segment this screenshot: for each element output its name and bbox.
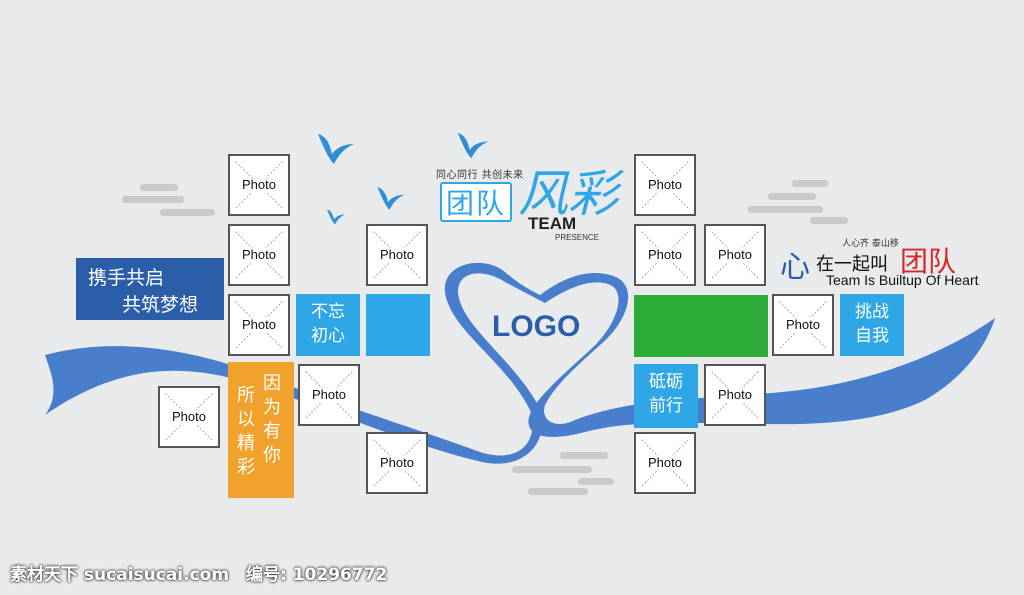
photo-label: Photo <box>307 388 351 402</box>
slogan-right-together: 在一起叫 <box>816 254 888 275</box>
bird-icon <box>377 187 405 210</box>
title-english-sub: PRESENCE <box>555 233 600 242</box>
tile-challenge: 挑战 自我 <box>840 294 904 356</box>
bird-icon <box>327 209 345 225</box>
cloud-shape <box>528 488 588 495</box>
photo-label: Photo <box>375 456 419 470</box>
photo-placeholder: Photo <box>366 432 428 494</box>
cloud-shape <box>578 478 614 485</box>
cloud-shape <box>160 209 215 216</box>
tile-because-you: 所以精彩 因为有你 <box>228 362 294 498</box>
photo-label: Photo <box>237 318 281 332</box>
photo-label: Photo <box>643 456 687 470</box>
photo-label: Photo <box>713 248 757 262</box>
slogan-left-box: 携手共启 共筑梦想 <box>76 258 224 320</box>
slogan-right-small: 人心齐 泰山移 <box>842 239 899 249</box>
photo-placeholder: Photo <box>634 224 696 286</box>
tile-because-you-col1: 所以精彩 <box>237 385 255 478</box>
tile-never-forget-line2: 初心 <box>311 326 345 346</box>
cloud-shape <box>512 466 592 473</box>
cloud-shape <box>140 184 178 191</box>
tile-forge-ahead-line1: 砥砺 <box>649 372 683 392</box>
slogan-right-heart-char: 心 <box>780 250 810 285</box>
slogan-right-english: Team Is Builtup Of Heart <box>826 272 979 288</box>
photo-placeholder: Photo <box>704 364 766 426</box>
photo-placeholder: Photo <box>158 386 220 448</box>
cloud-shape <box>768 193 816 200</box>
photo-placeholder: Photo <box>634 154 696 216</box>
photo-label: Photo <box>643 248 687 262</box>
photo-placeholder: Photo <box>298 364 360 426</box>
photo-label: Photo <box>237 178 281 192</box>
bird-icon <box>318 134 354 164</box>
tile-never-forget-line1: 不忘 <box>311 302 345 322</box>
photo-label: Photo <box>781 318 825 332</box>
title-team-chars: 团队 <box>440 182 512 222</box>
photo-placeholder: Photo <box>366 224 428 286</box>
photo-placeholder: Photo <box>772 294 834 356</box>
photo-label: Photo <box>375 248 419 262</box>
photo-placeholder: Photo <box>704 224 766 286</box>
tile-because-you-col2: 因为有你 <box>263 373 281 466</box>
green-rect-tile <box>634 295 768 357</box>
watermark-site: 素材天下 sucaisucai.com <box>10 565 230 585</box>
title-small-text: 同心同行 共创未来 <box>436 170 524 181</box>
title-english: TEAM <box>528 214 577 233</box>
cloud-shape <box>748 206 823 213</box>
photo-label: Photo <box>713 388 757 402</box>
tile-never-forget: 不忘 初心 <box>296 294 360 356</box>
tile-challenge-line2: 自我 <box>855 326 889 346</box>
tile-forge-ahead-line2: 前行 <box>649 396 683 416</box>
tile-challenge-line1: 挑战 <box>855 302 889 322</box>
photo-placeholder: Photo <box>228 224 290 286</box>
bird-icon <box>457 133 489 159</box>
photo-label: Photo <box>167 410 211 424</box>
photo-label: Photo <box>237 248 281 262</box>
photo-placeholder: Photo <box>634 432 696 494</box>
photo-label: Photo <box>643 178 687 192</box>
slogan-left-line2: 共筑梦想 <box>122 294 199 316</box>
cloud-shape <box>792 180 828 187</box>
slogan-left-line1: 携手共启 <box>88 267 165 289</box>
tile-forge-ahead: 砥砺 前行 <box>634 364 698 428</box>
watermark-id: 编号: 10296772 <box>246 565 388 585</box>
slogan-right-team: 团队 <box>900 245 957 278</box>
title-script-text: 风彩 <box>518 165 618 223</box>
photo-placeholder: Photo <box>228 154 290 216</box>
blue-square-tile <box>366 294 430 356</box>
cloud-shape <box>560 452 608 459</box>
photo-placeholder: Photo <box>228 294 290 356</box>
logo-text: LOGO <box>492 310 581 343</box>
cloud-shape <box>810 217 848 224</box>
cloud-shape <box>122 196 184 203</box>
